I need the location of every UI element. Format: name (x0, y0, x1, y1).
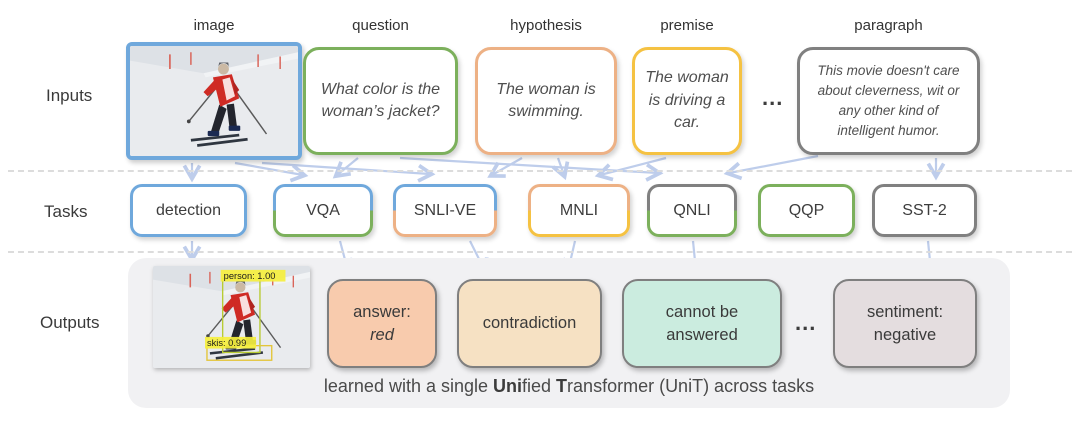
caption-seg-bold: T (556, 376, 568, 396)
cannot-text: cannot be answered (665, 303, 739, 344)
caption-seg: learned with a single (323, 376, 494, 396)
task-snli-ve-label: SNLI-VE (413, 201, 477, 219)
question-text: What color is the woman’s jacket? (320, 80, 441, 120)
premise-text: The woman is driving a car. (645, 69, 729, 132)
task-qqp: QQP (758, 184, 855, 237)
caption-seg: ransformer (UniT) across tasks (567, 376, 815, 396)
label-premise: premise (660, 17, 714, 34)
person-score-label: person: 1.00 (224, 271, 276, 281)
output-cannot-box: cannot be answered (622, 279, 782, 368)
input-image-photo (126, 42, 302, 160)
contradiction-text: contradiction (482, 314, 577, 333)
sentiment-line1: sentiment: (866, 303, 944, 322)
answer-line2: red (370, 325, 394, 344)
input-hypothesis-box: The woman is swimming. (475, 47, 617, 155)
task-vqa-label: VQA (306, 201, 340, 219)
task-qnli-label: QNLI (673, 201, 711, 219)
label-question: question (352, 17, 409, 34)
skis-score-label: skis: 0.99 (207, 338, 246, 348)
task-qqp-label: QQP (788, 201, 825, 219)
task-sst2-label: SST-2 (902, 201, 947, 219)
input-premise-box: The woman is driving a car. (632, 47, 742, 155)
input-question-box: What color is the woman’s jacket? (303, 47, 458, 155)
row-label-inputs: Inputs (46, 86, 93, 105)
label-hypothesis: hypothesis (510, 17, 582, 34)
label-image: image (193, 17, 235, 34)
task-snli-ve: SNLI-VE (393, 184, 497, 237)
answer-line1: answer: (353, 303, 411, 322)
output-answer-box: answer: red (327, 279, 437, 368)
input-paragraph-box: This movie doesn't care about cleverness… (797, 47, 980, 155)
task-vqa: VQA (273, 184, 373, 237)
figure-caption: learned with a single Unified Transforme… (128, 376, 1010, 397)
separator-inputs-tasks (8, 170, 1072, 172)
task-qnli: QNLI (647, 184, 737, 237)
task-detection-label: detection (156, 201, 221, 219)
caption-seg: fied (522, 376, 557, 396)
row-label-outputs: Outputs (40, 313, 100, 332)
label-paragraph: paragraph (854, 17, 923, 34)
task-sst2: SST-2 (872, 184, 977, 237)
task-mnli: MNLI (528, 184, 630, 237)
skier-photo (130, 46, 298, 156)
outputs-ellipsis: ... (795, 310, 817, 335)
hypothesis-text: The woman is swimming. (496, 80, 596, 120)
task-detection: detection (130, 184, 247, 237)
detection-overlay: person: 1.00 skis: 0.99 (153, 266, 310, 368)
output-contradiction-box: contradiction (457, 279, 602, 368)
task-mnli-label: MNLI (559, 201, 599, 219)
inputs-ellipsis: ... (762, 85, 784, 110)
row-label-tasks: Tasks (44, 202, 88, 221)
separator-tasks-outputs (8, 251, 1072, 253)
output-sentiment-box: sentiment: negative (833, 279, 977, 368)
sentiment-line2: negative (873, 325, 937, 344)
paragraph-text: This movie doesn't care about cleverness… (817, 62, 960, 139)
caption-seg-bold: Uni (493, 376, 523, 396)
output-detection-image: person: 1.00 skis: 0.99 (153, 266, 310, 368)
